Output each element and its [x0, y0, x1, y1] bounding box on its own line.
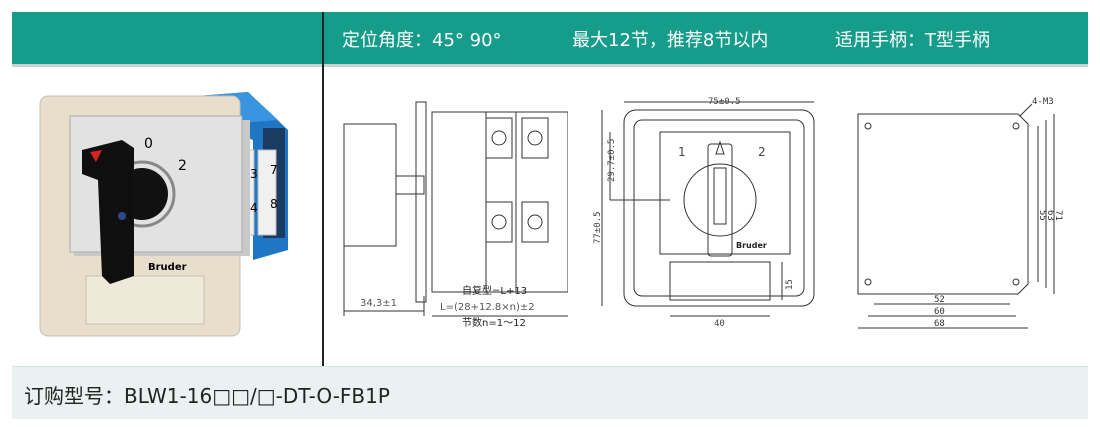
- sections-spec: 最大12节，推荐8节以内: [572, 30, 769, 51]
- side-formula-2: L=(28+12.8×n)±2: [440, 302, 535, 313]
- screw-icon: [118, 212, 126, 220]
- dial-label-0: 0: [144, 136, 153, 152]
- front-dial-outline: [659, 131, 791, 255]
- front-knob-outline: [683, 163, 757, 237]
- dim-68: 68: [934, 319, 945, 329]
- screw-hole-2: [1012, 122, 1020, 130]
- front-dim-inner: 29.7±0.5: [607, 139, 617, 182]
- photo-brand: Bruder: [148, 262, 187, 273]
- dim-71: 71: [1053, 210, 1063, 221]
- cam-body: [146, 92, 288, 260]
- header-bar: 定位角度：45° 90° 最大12节，推荐8节以内 适用手柄：T型手柄: [12, 12, 1088, 67]
- shaft-outline: [395, 175, 425, 195]
- body-outline: [431, 111, 568, 293]
- front-pos-2: 2: [758, 145, 766, 159]
- terminal-block-2: [257, 149, 277, 236]
- plate-outline: [857, 113, 1029, 295]
- dim-60: 60: [934, 307, 945, 317]
- side-label-3: 3: [250, 167, 258, 181]
- front-dim-left: 77±0.5: [593, 211, 603, 244]
- label-window: [85, 275, 205, 325]
- front-view-drawing: 75±0.5 77±0.5 29.7±0.5 1 2 Bruder 40 15: [593, 97, 815, 329]
- dim-55: 55: [1037, 210, 1047, 221]
- dial-label-2: 2: [178, 158, 187, 174]
- mounting-plate-drawing: 4-M3 52 60 68 55 63 71: [857, 97, 1063, 329]
- label-window-outline: [669, 261, 771, 301]
- front-dim-right: 15: [785, 279, 795, 290]
- handle-arrow-icon: [90, 150, 102, 162]
- dim-63: 63: [1045, 210, 1055, 221]
- front-plate-outline: [415, 101, 427, 303]
- product-photo: 0 2 3 7 4 8 Bruder: [39, 92, 288, 337]
- handle-spec: 适用手柄：T型手柄: [835, 30, 990, 51]
- front-pointer-icon: [715, 140, 725, 155]
- front-pos-1: 1: [678, 145, 686, 159]
- front-brand: Bruder: [736, 241, 767, 250]
- side-label-4: 4: [250, 201, 258, 215]
- handle-outline: [343, 123, 397, 247]
- screw-hole-1: [864, 122, 872, 130]
- side-formula-3: 节数n=1～12: [462, 316, 526, 329]
- side-formula-1: 自复型=L+13: [462, 284, 527, 297]
- front-dim-bottom: 40: [714, 319, 725, 329]
- dim-52: 52: [934, 295, 945, 305]
- side-label-7: 7: [270, 163, 278, 177]
- screw-hole-4: [1012, 278, 1020, 286]
- t-handle: [82, 140, 134, 284]
- screw-spec: 4-M3: [1032, 97, 1054, 107]
- side-view-drawing: 34,3±1 自复型=L+13 L=(28+12.8×n)±2 节数n=1～12: [343, 101, 568, 329]
- front-dim-top: 75±0.5: [708, 97, 741, 107]
- order-code-bar: 订购型号：BLW1-16□□/□-DT-O-FB1P: [12, 366, 1088, 419]
- side-dim-width: 34,3±1: [360, 298, 397, 309]
- screw-hole-3: [864, 278, 872, 286]
- side-label-8: 8: [270, 197, 278, 211]
- angle-spec: 定位角度：45° 90°: [342, 30, 502, 51]
- vertical-divider: [322, 12, 324, 366]
- front-bezel-outline: [623, 109, 815, 307]
- order-code: 订购型号：BLW1-16□□/□-DT-O-FB1P: [24, 384, 390, 408]
